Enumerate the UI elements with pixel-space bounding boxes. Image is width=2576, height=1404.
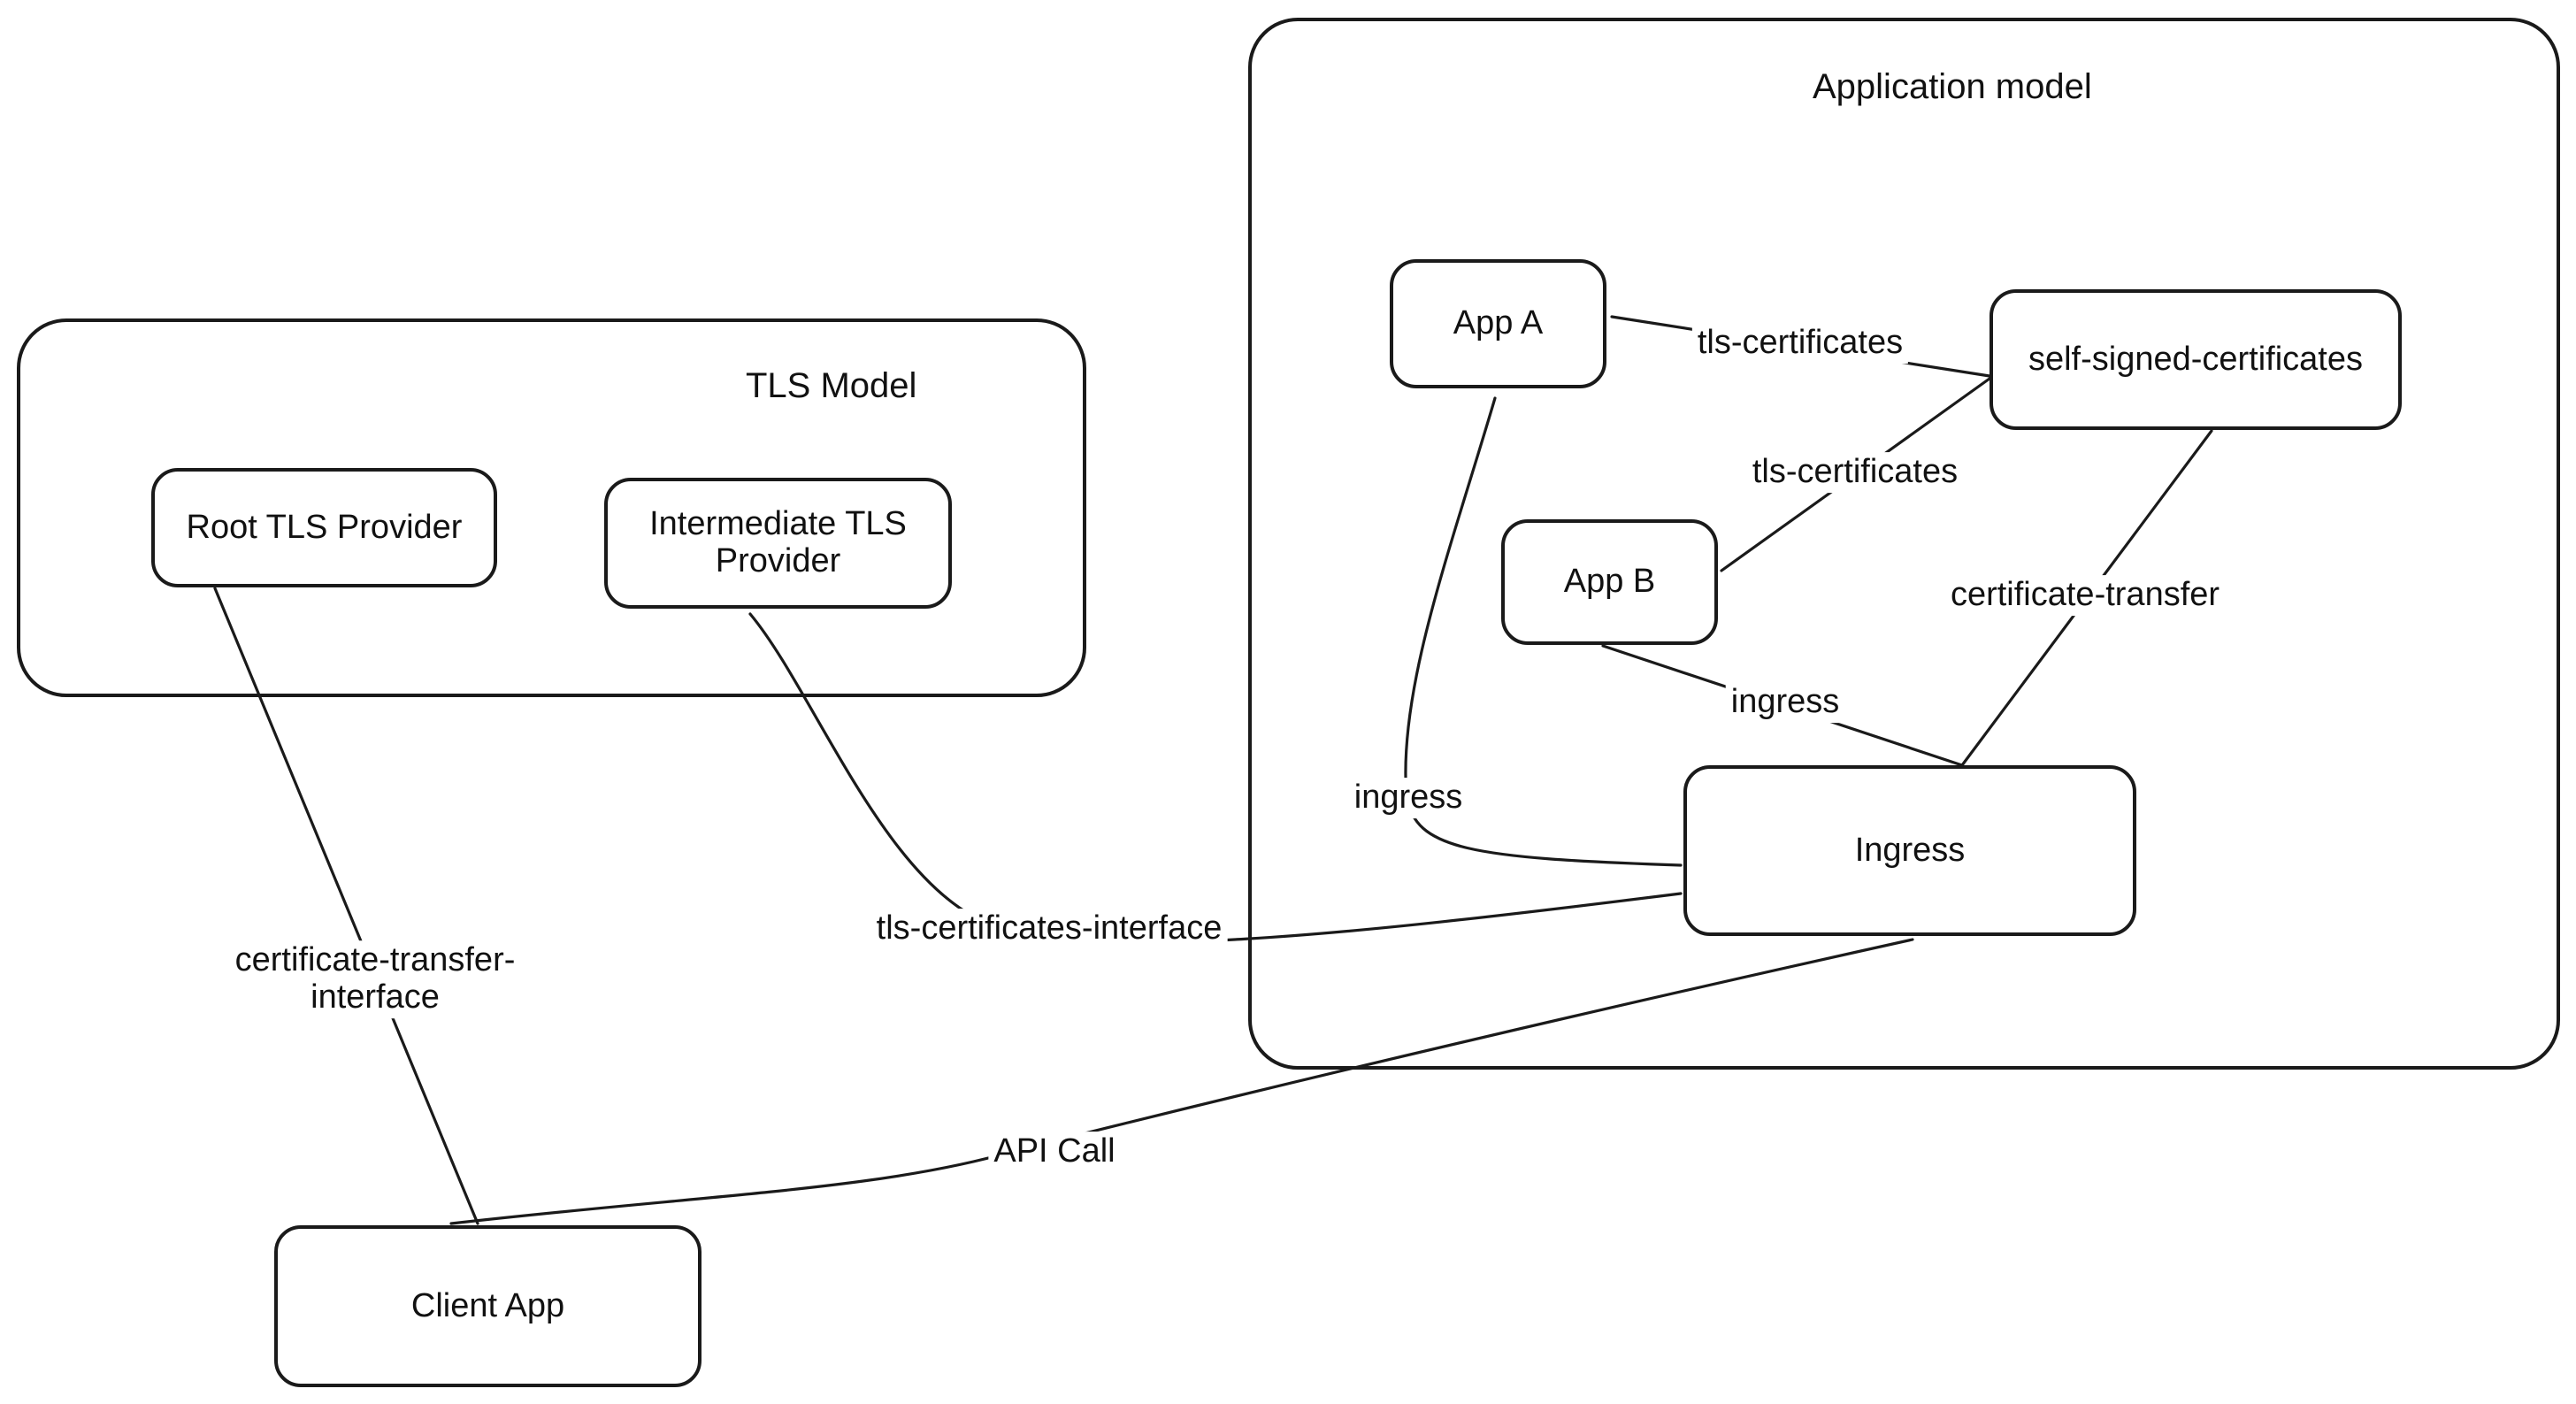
edge-label-app-a-tls-certificates: tls-certificates — [1691, 323, 1909, 364]
edge-label-app-a-ingress: ingress — [1348, 778, 1468, 818]
intermediate-tls-provider-node[interactable]: Intermediate TLS Provider — [604, 478, 952, 609]
client-app-node[interactable]: Client App — [274, 1225, 702, 1387]
edge-label-tls-certificates-interface: tls-certificates-interface — [870, 909, 1228, 949]
tls-model-group: TLS Model — [17, 318, 1086, 697]
edge-client-to-ingress[interactable] — [449, 938, 1914, 1225]
edge-label-api-call: API Call — [988, 1132, 1121, 1172]
edge-label-certificate-transfer: certificate-transfer — [1944, 575, 2226, 616]
application-model-title: Application model — [1813, 67, 2092, 106]
app-b-node[interactable]: App B — [1501, 519, 1718, 645]
tls-model-title: TLS Model — [746, 366, 917, 405]
application-model-group: Application model — [1248, 18, 2560, 1070]
edge-label-app-b-ingress: ingress — [1725, 682, 1845, 723]
ingress-node[interactable]: Ingress — [1683, 765, 2136, 936]
self-signed-certificates-node[interactable]: self-signed-certificates — [1990, 289, 2402, 430]
edge-label-app-b-tls-certificates: tls-certificates — [1746, 452, 1964, 493]
app-a-node[interactable]: App A — [1390, 259, 1606, 388]
root-tls-provider-node[interactable]: Root TLS Provider — [151, 468, 497, 587]
edge-label-certificate-transfer-interface: certificate-transfer-interface — [211, 940, 540, 1018]
